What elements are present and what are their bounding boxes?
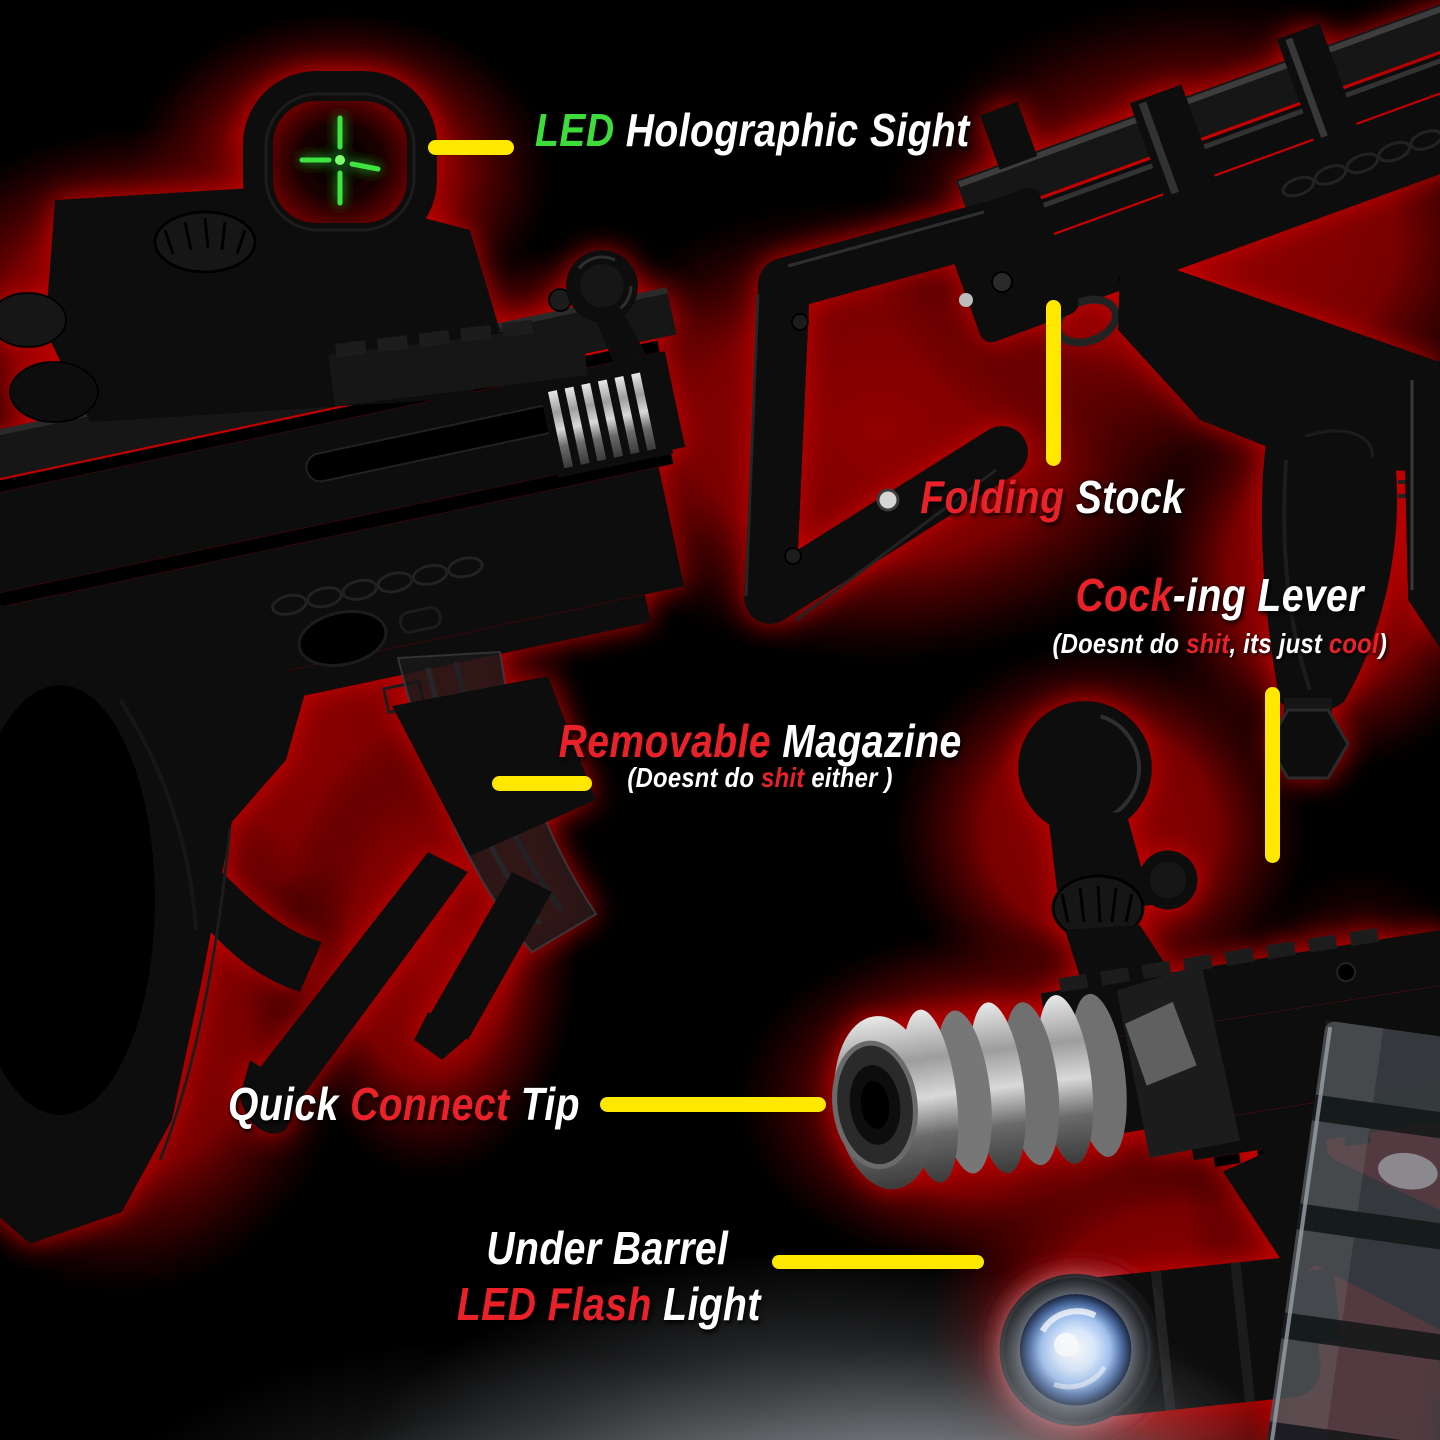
folding-stock (744, 202, 1028, 624)
pistol-grip (1261, 428, 1398, 780)
sight-dial (153, 210, 257, 274)
label-holographic-sight-led: LED (535, 104, 626, 156)
receiver-stamp-ovals (271, 556, 484, 616)
label-cocking-lever-note: (Doesnt do shit, its just cool) (1052, 628, 1388, 659)
right-magazine (1265, 1020, 1440, 1440)
crosshair-reticle-icon (299, 115, 381, 206)
label-led-flash-light: LED Flash Light (456, 1278, 761, 1330)
holographic-sight (243, 71, 437, 253)
label-holographic-sight: LED Holographic Sight (535, 103, 1046, 157)
label-removable-magazine-note: (Doesnt do shit either ) (627, 762, 893, 793)
bottom-right-gun (832, 701, 1440, 1440)
callout-line-cocking-lever (1265, 687, 1280, 863)
bipod (240, 676, 596, 1134)
top-right-gun (744, 0, 1440, 780)
label-holographic-sight-rest: Holographic Sight (625, 104, 970, 156)
label-folding-stock: Folding Stock (919, 471, 1185, 523)
callout-line-folding-stock (1046, 300, 1061, 466)
flash-hider-ribs (538, 361, 674, 478)
callout-line-under-barrel-light (772, 1255, 984, 1269)
front-sight-post (979, 101, 1038, 170)
callout-line-holographic-sight (428, 140, 514, 155)
left-stock (0, 604, 322, 1244)
grip-hex-nut (1266, 708, 1350, 780)
callout-line-removable-magazine (492, 776, 592, 791)
label-removable-magazine: Removable Magazine (558, 715, 962, 767)
rear-ring-sight (566, 250, 646, 364)
quick-connect-tip (832, 964, 1241, 1190)
label-under-barrel: Under Barrel (486, 1222, 729, 1274)
label-quick-connect-tip: Quick Connect Tip (228, 1078, 580, 1130)
light-beam (143, 1250, 1290, 1440)
left-gun (0, 71, 686, 1244)
selector-lever (297, 609, 388, 667)
callout-line-quick-connect-tip (600, 1097, 826, 1112)
label-cocking-lever: Cock-ing Lever (1075, 569, 1365, 621)
